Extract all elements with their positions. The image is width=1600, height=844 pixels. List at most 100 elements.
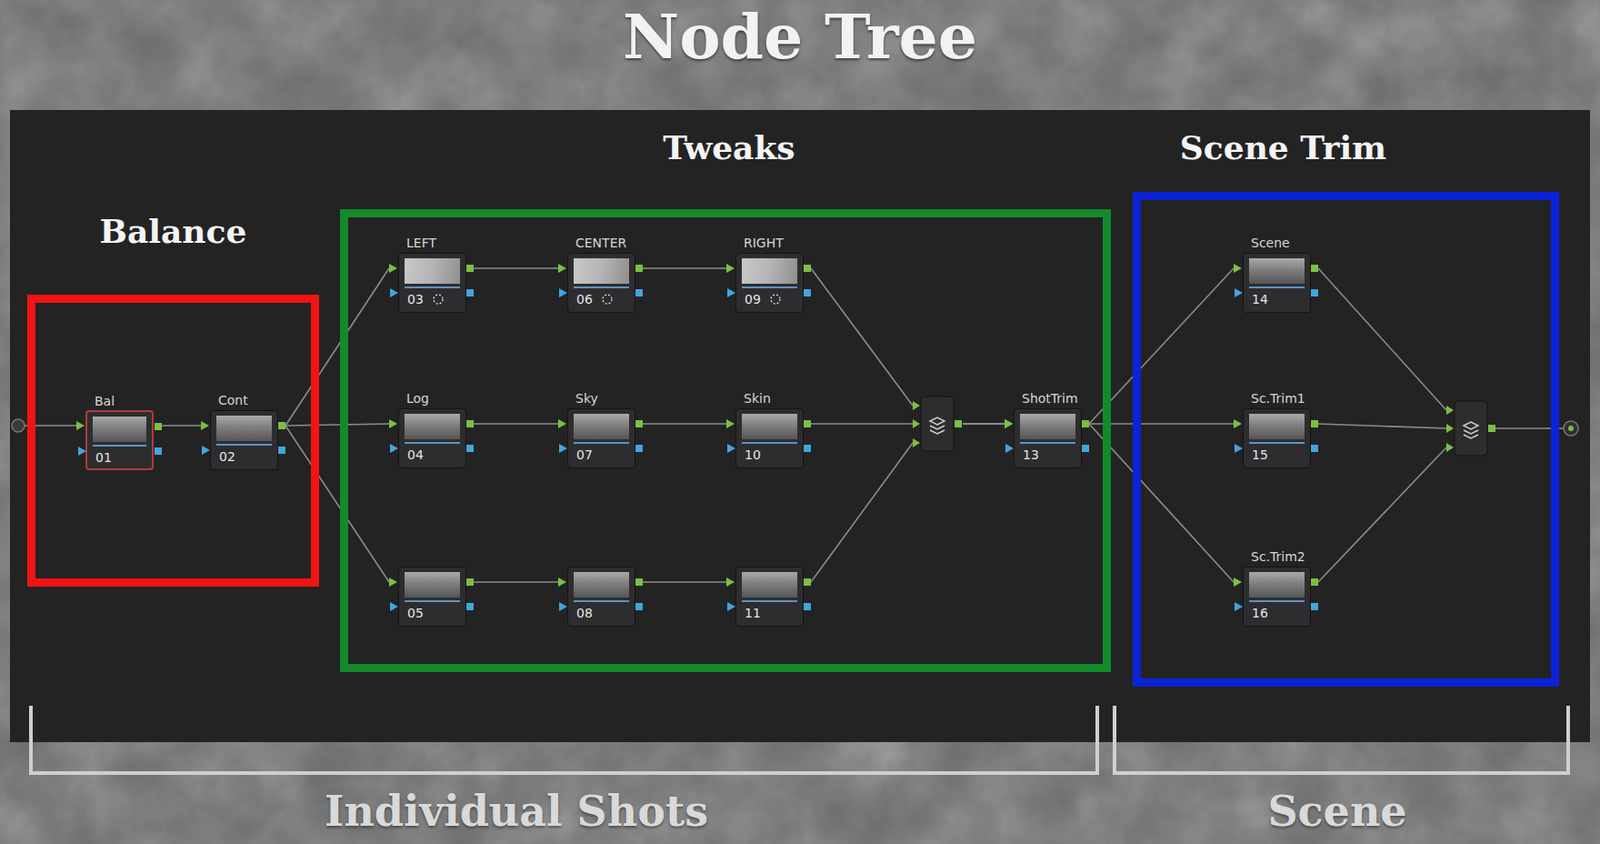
node-number: 10 (744, 447, 761, 462)
node-bar (1249, 600, 1305, 602)
node-number: 09 (744, 291, 761, 307)
node-bar (404, 441, 460, 444)
grade-node: Sc.Trim115 (1242, 408, 1311, 469)
arrow-head (558, 577, 567, 587)
grade-node: 08 (567, 566, 636, 627)
node-label: Skin (743, 390, 771, 406)
window-circle (602, 294, 612, 304)
connector (1089, 419, 1242, 429)
mixer-port (912, 400, 920, 410)
grade-node: ShotTrim13 (1013, 408, 1082, 469)
connector-line (810, 423, 1005, 582)
connector (473, 419, 567, 429)
node-thumbnail (404, 258, 460, 284)
node-thumbnail (741, 258, 798, 284)
node-thumbnail (573, 571, 630, 598)
key-input-port (78, 446, 87, 456)
node-thumbnail (1020, 413, 1076, 440)
output-port (466, 578, 474, 586)
section-label: Scene (1019, 783, 1600, 839)
key-output-port (803, 444, 811, 452)
node-thumbnail (404, 571, 460, 598)
key-output-port (154, 447, 162, 455)
node-number: 13 (1022, 447, 1040, 462)
node-bar (92, 444, 147, 447)
key-input-port (727, 601, 736, 611)
key-input-port (559, 601, 568, 611)
arrow-head (726, 419, 735, 429)
node-thumbnail (1249, 571, 1305, 598)
window-icon (600, 292, 614, 306)
arrow-head (1004, 419, 1013, 429)
window-circle (770, 294, 780, 304)
mixer-port (1446, 405, 1454, 415)
connector-line (642, 267, 727, 270)
node-number: 07 (576, 447, 593, 462)
connector-line (285, 423, 390, 426)
grade-node: 11 (735, 566, 804, 627)
node-bar (1249, 286, 1305, 289)
node-bar (1249, 441, 1305, 444)
output-port (278, 421, 286, 430)
output-port (1310, 264, 1319, 272)
grade-node: CENTER06 (567, 252, 636, 313)
output-port (803, 264, 811, 272)
arrow-head (726, 263, 735, 273)
connector-line (473, 267, 559, 270)
bracket (30, 705, 1098, 773)
node-bar (404, 286, 460, 289)
key-input-port (1005, 443, 1014, 453)
key-input-port (390, 443, 399, 453)
key-output-port (466, 444, 474, 452)
node-bar (573, 441, 630, 444)
arrow-head (1233, 263, 1242, 273)
key-output-port (1310, 289, 1319, 297)
input-port (76, 420, 85, 430)
key-output-port (635, 602, 643, 610)
bracket (1114, 705, 1569, 773)
node-number: 02 (219, 449, 236, 464)
output-port (803, 420, 811, 428)
connector (642, 419, 735, 429)
key-output-port (278, 446, 286, 454)
key-input-port (390, 288, 399, 298)
key-output-port (1310, 444, 1319, 452)
connector-line (160, 424, 201, 427)
arrow-head (1233, 419, 1242, 429)
node-label: Sc.Trim1 (1250, 390, 1306, 406)
group-frame: TweaksLEFT03CENTER06RIGHT09Log04Sky07Ski… (340, 209, 1111, 672)
mixer-output (1488, 424, 1496, 432)
mixer-output (954, 420, 962, 428)
node-bar (404, 600, 460, 602)
grade-node: 05 (398, 566, 467, 627)
node-bar (573, 600, 630, 602)
diagram-title: Node Tree (0, 0, 1600, 73)
key-output-port (466, 289, 474, 297)
window-icon (769, 292, 782, 306)
mixer-port (1446, 442, 1454, 452)
key-output-port (803, 602, 811, 610)
key-output-port (1081, 444, 1090, 452)
node-number: 15 (1251, 447, 1269, 462)
mixer-wire (1318, 447, 1447, 582)
node-thumbnail (573, 413, 630, 440)
connector-line (642, 422, 727, 425)
output-port (154, 422, 162, 430)
key-input-port (1234, 288, 1243, 298)
key-input-port (390, 601, 399, 611)
node-bar (741, 441, 798, 444)
connector (1089, 423, 1242, 587)
grade-node: RIGHT09 (735, 252, 804, 313)
node-thumbnail (92, 416, 147, 442)
arrow-head (389, 419, 398, 429)
node-number: 16 (1251, 605, 1269, 620)
key-output-port (635, 444, 643, 452)
output-port (466, 420, 474, 428)
connector-line (473, 580, 559, 583)
node-label: Scene (1250, 235, 1290, 250)
connector (810, 419, 1013, 582)
arrow-head (1004, 419, 1013, 429)
key-input-port (201, 445, 210, 455)
